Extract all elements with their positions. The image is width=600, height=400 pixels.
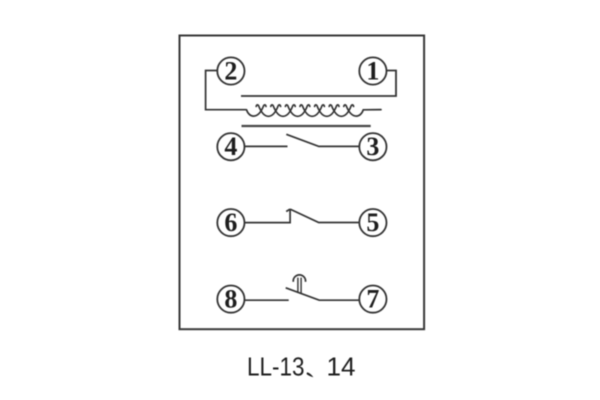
svg-text:3: 3 xyxy=(366,132,379,161)
svg-text:5: 5 xyxy=(366,208,379,237)
svg-text:8: 8 xyxy=(224,285,237,314)
svg-text:14: 14 xyxy=(327,354,356,382)
svg-text:1: 1 xyxy=(366,57,379,86)
svg-text:LL-13: LL-13 xyxy=(247,354,305,382)
svg-text:4: 4 xyxy=(224,132,237,161)
svg-text:7: 7 xyxy=(366,285,379,314)
svg-text:6: 6 xyxy=(224,208,237,237)
svg-text:2: 2 xyxy=(224,57,237,86)
